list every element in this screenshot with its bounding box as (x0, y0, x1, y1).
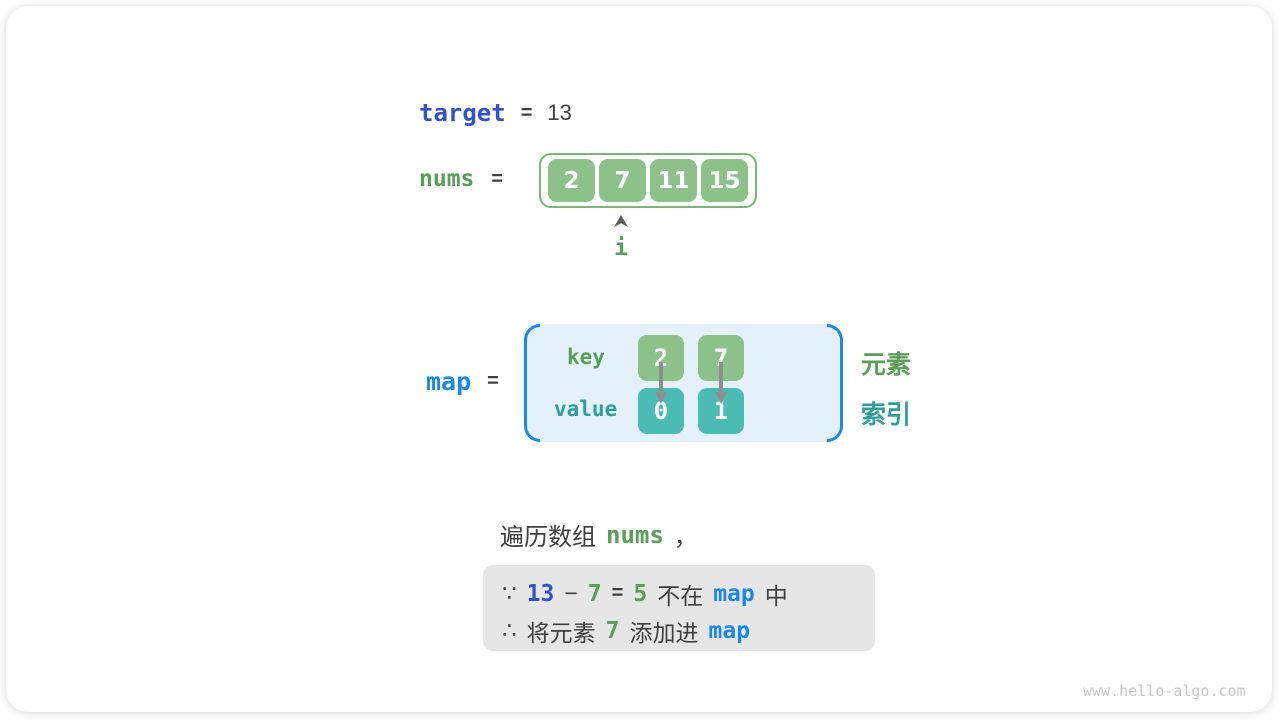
in-suffix-text: 中 (764, 582, 788, 609)
map-assignment: map = (426, 367, 499, 396)
key-to-value-arrow-icon (655, 362, 667, 404)
array-cell: 15 (701, 159, 748, 202)
array-cell: 11 (650, 159, 697, 202)
pointer-label: i (614, 235, 628, 261)
minuend-value: 13 (526, 580, 555, 607)
watermark: www.hello-algo.com (1083, 682, 1246, 700)
left-bracket-icon (524, 324, 540, 442)
target-assignment: target = 13 (419, 99, 572, 127)
map-keyword: map (708, 617, 751, 644)
difference-value: 5 (633, 580, 648, 607)
pointer-arrowhead-icon (614, 215, 628, 227)
equals-sign: = (487, 370, 499, 392)
nums-keyword: nums (419, 166, 475, 192)
key-row-label: key (567, 345, 605, 369)
equals-sign: = (611, 582, 624, 604)
equals-sign: = (520, 101, 533, 124)
index-label: 索引 (861, 401, 912, 429)
note-line-1: ∵ 13 − 7 = 5 不在 map 中 (502, 575, 875, 612)
add-into-text: 添加进 (629, 619, 699, 646)
nums-array: 2 7 11 15 (539, 153, 757, 208)
because-symbol: ∵ (502, 580, 517, 606)
right-bracket-icon (827, 324, 843, 442)
target-keyword: target (419, 99, 506, 127)
note-box: ∵ 13 − 7 = 5 不在 map 中 ∴ 将元素 7 添加进 map (483, 565, 875, 651)
key-to-value-arrow-icon (715, 362, 727, 404)
not-in-text: 不在 (657, 582, 704, 609)
caption-comma: ， (673, 524, 698, 551)
note-line-2: ∴ 将元素 7 添加进 map (502, 612, 875, 649)
value-row-label: value (554, 397, 618, 421)
add-element-text: 将元素 (526, 619, 596, 646)
nums-assignment: nums = (419, 166, 503, 192)
array-cell: 2 (548, 159, 595, 202)
caption-line: 遍历数组 nums ， (500, 517, 698, 552)
target-value: 13 (547, 100, 572, 125)
map-key-cell: 7 (698, 335, 744, 381)
map-keyword: map (426, 367, 472, 396)
figure-card: target = 13 nums = 2 7 11 15 i map = (6, 6, 1272, 712)
therefore-symbol: ∴ (502, 617, 517, 643)
caption-code-nums: nums (606, 520, 664, 549)
subtrahend-value: 7 (587, 580, 602, 607)
equals-sign: = (491, 167, 504, 190)
caption-prefix: 遍历数组 (500, 524, 596, 551)
added-value: 7 (605, 617, 620, 644)
array-cell: 7 (599, 159, 646, 202)
map-keyword: map (713, 580, 755, 607)
minus-sign: − (564, 580, 578, 606)
element-label: 元素 (861, 351, 912, 379)
